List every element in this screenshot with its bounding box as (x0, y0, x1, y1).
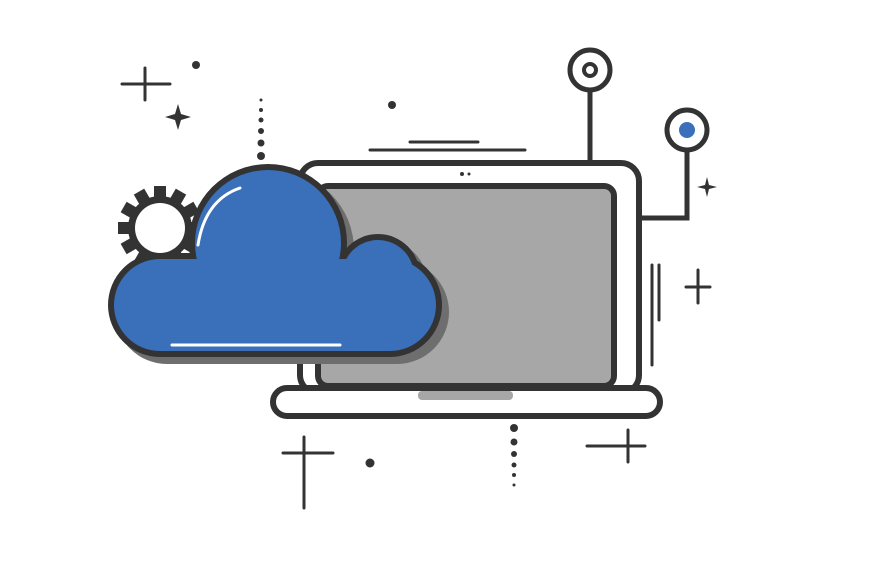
plus-icon (120, 66, 172, 102)
decorations (120, 61, 717, 510)
touchpad-notch (418, 391, 513, 400)
dot (365, 458, 375, 468)
plus-icon (281, 435, 335, 510)
antenna-icon (640, 107, 710, 221)
dotted-line (510, 424, 518, 487)
laptop-base (270, 385, 663, 419)
plus-icon (585, 428, 647, 464)
cloud-icon (108, 164, 449, 364)
dotted-line (257, 98, 265, 160)
dot (192, 61, 200, 69)
sparkle-icon (697, 177, 717, 197)
camera (460, 172, 464, 176)
antenna-icon (567, 47, 613, 164)
plus-icon (684, 268, 712, 305)
cloud-fill (114, 170, 436, 351)
cloud-highlight (196, 186, 242, 247)
gear-icon (118, 186, 202, 270)
dot (388, 101, 396, 109)
sparkle-icon (165, 104, 191, 130)
